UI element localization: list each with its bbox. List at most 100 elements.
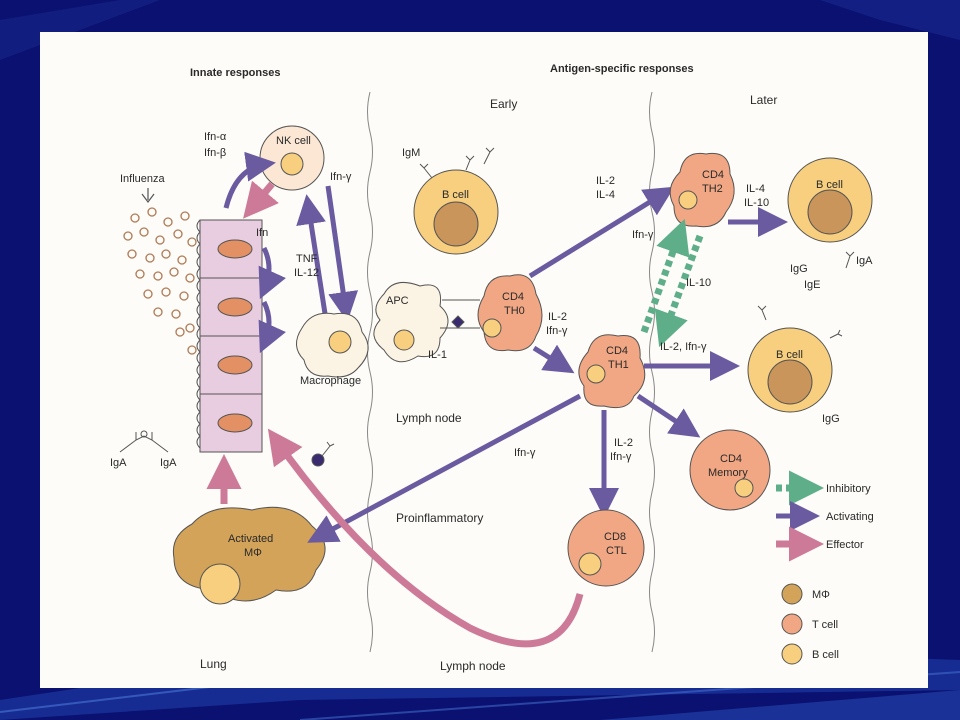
- legend-bcell-swatch: [781, 643, 803, 665]
- b-cell-later-lower: [747, 327, 833, 413]
- cd4-memory-cell: [689, 429, 771, 511]
- arrow-th1-to-memory: [636, 393, 701, 438]
- iga-j-chain-icon: [140, 430, 148, 438]
- label-lymph-node-mid: Lymph node: [396, 411, 462, 425]
- arrow-th0-to-th1: [532, 344, 575, 374]
- apc-label: APC: [386, 295, 409, 307]
- label-proinflammatory: Proinflammatory: [396, 511, 483, 525]
- cd8-ctl-cell: [567, 509, 645, 587]
- cd8-label-2: CTL: [606, 545, 627, 557]
- epithelium: [196, 219, 263, 453]
- arrow-nk-to-epi: [243, 180, 279, 219]
- b-cell-later-lower-label: B cell: [776, 349, 803, 361]
- apc-cell: [373, 281, 449, 363]
- legend-tcell-label: T cell: [812, 619, 838, 631]
- label-igm: IgM: [402, 147, 420, 159]
- arrow-ifn-to-nk: [223, 151, 276, 209]
- label-tnf: TNF: [296, 253, 318, 265]
- label-il2-th0: IL-2: [548, 311, 567, 323]
- macrophage: [296, 312, 369, 378]
- cd8-label-1: CD8: [604, 531, 626, 543]
- label-ifn-gamma-nk: Ifn-γ: [330, 171, 352, 183]
- arrow-nk-to-macrophage: [325, 185, 359, 322]
- label-ige: IgE: [804, 279, 821, 291]
- arrow-th0-to-th2: [528, 186, 675, 279]
- label-ifn-gamma-inhib: Ifn-γ: [632, 229, 654, 241]
- legend-effector-label: Effector: [826, 539, 864, 551]
- label-il1: IL-1: [428, 349, 447, 361]
- activated-mphi-label-2: MΦ: [244, 547, 262, 559]
- arrow-ifn-epi-1: [258, 246, 286, 300]
- label-lymph-node-bottom: Lymph node: [440, 659, 506, 673]
- header-antigen-specific: Antigen-specific responses: [550, 63, 694, 75]
- label-iga-right: IgA: [160, 457, 177, 469]
- label-il4-th0-up: IL-4: [596, 189, 615, 201]
- cd4-th0-cell: [477, 274, 543, 352]
- virus-particles: [123, 207, 197, 355]
- legend-mphi-label: MΦ: [812, 589, 830, 601]
- divider-early-later: [649, 91, 655, 653]
- igm-antibody-icon: [419, 147, 495, 179]
- mhc-peptide-icon: [451, 315, 465, 329]
- label-iga-b: IgA: [856, 255, 873, 267]
- label-igg-upper: IgG: [790, 263, 808, 275]
- label-il2-ifn-th1: IL-2, Ifn-γ: [660, 341, 707, 353]
- cd4-th0-label-2: TH0: [504, 305, 525, 317]
- cd4-th2-label-1: CD4: [702, 169, 724, 181]
- cd4-memory-label-1: CD4: [720, 453, 742, 465]
- antibody-lower-icon: [757, 305, 843, 339]
- header-early: Early: [490, 97, 517, 111]
- b-cell-later-upper: [787, 157, 873, 243]
- label-il2-th0-up: IL-2: [596, 175, 615, 187]
- small-lymphocyte-icon: [311, 453, 325, 467]
- cd4-th2-label-2: TH2: [702, 183, 723, 195]
- legend-inhibitory-label: Inhibitory: [826, 483, 871, 495]
- label-il4-th2: IL-4: [746, 183, 765, 195]
- label-ifn-gamma-mid: Ifn-γ: [514, 447, 536, 459]
- header-later: Later: [750, 93, 777, 107]
- label-ifn-beta: Ifn-β: [204, 147, 226, 159]
- cd4-th0-label-1: CD4: [502, 291, 524, 303]
- arrow-th1-to-activated-mphi: [307, 393, 582, 543]
- label-il10-inhib: IL-10: [686, 277, 711, 289]
- antibody-icon: [321, 441, 335, 457]
- label-ifn-epi: Ifn: [256, 227, 268, 239]
- slide-panel: Innate responses Antigen-specific respon…: [40, 32, 928, 688]
- legend-mphi-swatch: [781, 583, 803, 605]
- arrow-ifn-epi-2: [258, 300, 286, 354]
- antibody-iga-icon: [845, 251, 855, 269]
- label-il2-cd8: IL-2: [614, 437, 633, 449]
- label-lung: Lung: [200, 657, 227, 671]
- header-innate: Innate responses: [190, 67, 280, 79]
- label-il10-th2: IL-10: [744, 197, 769, 209]
- arrow-inhibitory-th1-to-th2: [640, 218, 690, 334]
- legend-activating-label: Activating: [826, 511, 874, 523]
- b-cell-later-upper-label: B cell: [816, 179, 843, 191]
- cd4-th1-label-2: TH1: [608, 359, 629, 371]
- legend-tcell-swatch: [781, 613, 803, 635]
- influenza-arrow-icon: [141, 188, 155, 203]
- arrow-cd8-to-epi: [267, 428, 584, 648]
- label-igg-lower: IgG: [822, 413, 840, 425]
- activated-mphi-label-1: Activated: [228, 533, 273, 545]
- label-il12: IL-12: [294, 267, 319, 279]
- label-iga-left: IgA: [110, 457, 127, 469]
- arrow-macrophage-to-nk: [296, 194, 329, 321]
- cd4-memory-label-2: Memory: [708, 467, 748, 479]
- nk-cell-label: NK cell: [276, 135, 311, 147]
- arrow-inhibitory-th2-to-th1: [654, 234, 704, 348]
- cd4-th1-label-1: CD4: [606, 345, 628, 357]
- macrophage-label: Macrophage: [300, 375, 361, 387]
- immune-response-diagram: Innate responses Antigen-specific respon…: [110, 63, 874, 673]
- label-ifn-alpha: Ifn-α: [204, 131, 227, 143]
- b-cell-early-label: B cell: [442, 189, 469, 201]
- label-ifn-cd8: Ifn-γ: [610, 451, 632, 463]
- legend-bcell-label: B cell: [812, 649, 839, 661]
- cd4-th1-cell: [578, 334, 646, 409]
- label-influenza: Influenza: [120, 173, 166, 185]
- b-cell-early: [413, 169, 499, 255]
- legend: Inhibitory Activating Effector MΦ T cell…: [776, 470, 874, 665]
- cd4-th2-cell: [669, 152, 735, 228]
- activated-macrophage: [172, 506, 326, 605]
- iga-dimer-icon: [119, 432, 169, 453]
